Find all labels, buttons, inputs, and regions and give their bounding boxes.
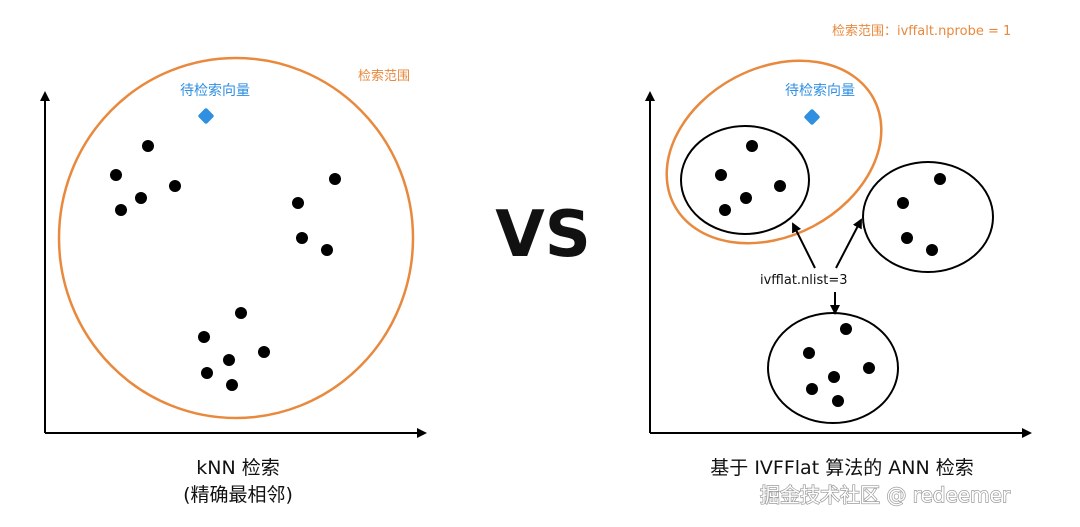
data-point <box>226 379 238 391</box>
watermark: 掘金技术社区 @ redeemer <box>760 483 1011 507</box>
data-point <box>715 169 727 181</box>
right-query-label: 待检索向量 <box>785 82 855 99</box>
left-query-vector-marker <box>198 108 214 124</box>
data-point <box>897 197 909 209</box>
data-point <box>296 232 308 244</box>
data-point <box>740 192 752 204</box>
right-caption-line1: 基于 IVFFlat 算法的 ANN 检索 <box>710 457 973 479</box>
cluster-2 <box>862 161 994 273</box>
data-point <box>321 244 333 256</box>
data-point <box>198 331 210 343</box>
cluster-1 <box>680 125 810 235</box>
data-point <box>135 192 147 204</box>
data-point <box>235 307 247 319</box>
nlist-label: ivfflat.nlist=3 <box>760 273 848 288</box>
data-point <box>832 395 844 407</box>
cluster-1-points <box>715 140 786 216</box>
left-search-range-circle <box>57 56 415 420</box>
data-point <box>719 204 731 216</box>
data-point <box>115 204 127 216</box>
data-point <box>142 140 154 152</box>
cluster-3 <box>767 312 899 424</box>
data-point <box>329 173 341 185</box>
arrow-to-cluster-1 <box>792 222 816 269</box>
data-point <box>258 346 270 358</box>
data-point <box>863 362 875 374</box>
left-caption-line2: (精确最相邻) <box>183 484 293 506</box>
left-caption-line1: kNN 检索 <box>196 457 279 479</box>
left-points <box>110 140 341 391</box>
data-point <box>201 367 213 379</box>
data-point <box>746 140 758 152</box>
data-point <box>223 354 235 366</box>
right-search-range-ellipse <box>665 59 883 245</box>
left-search-range-label: 检索范围 <box>358 69 410 84</box>
data-point <box>926 244 938 256</box>
data-point <box>828 371 840 383</box>
data-point <box>803 347 815 359</box>
arrow-to-cluster-2 <box>835 218 862 269</box>
data-point <box>774 180 786 192</box>
data-point <box>934 173 946 185</box>
vs-label: VS <box>495 198 591 272</box>
data-point <box>292 197 304 209</box>
cluster-3-points <box>803 323 875 407</box>
left-panel: 检索范围 待检索向量 kNN 检索 (精确最相邻) <box>40 56 427 506</box>
right-panel: 检索范围：ivffalt.nprobe = 1 待检索向量 <box>645 24 1032 479</box>
cluster-2-points <box>897 173 946 256</box>
data-point <box>840 323 852 335</box>
data-point <box>110 169 122 181</box>
data-point <box>901 232 913 244</box>
data-point <box>806 383 818 395</box>
right-query-vector-marker <box>804 109 820 125</box>
data-point <box>169 180 181 192</box>
left-query-label: 待检索向量 <box>180 82 250 99</box>
right-search-range-label: 检索范围：ivffalt.nprobe = 1 <box>832 24 1011 39</box>
